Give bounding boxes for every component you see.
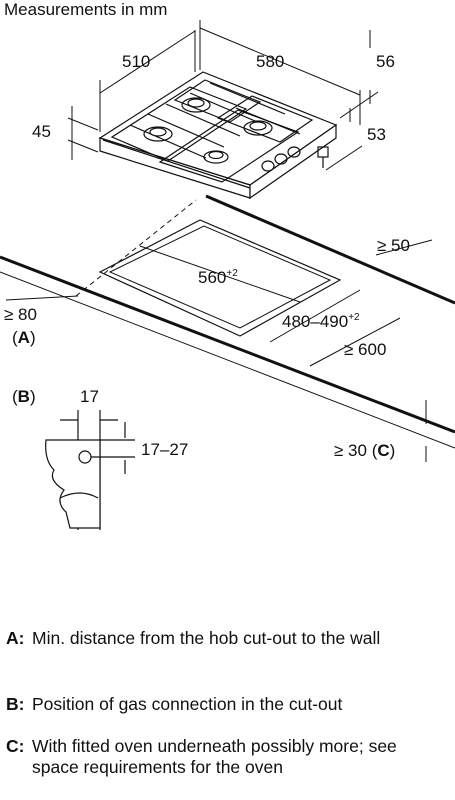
dim-hob-width: 510	[122, 52, 150, 71]
legend-text: Position of gas connection in the cut-ou…	[32, 694, 343, 714]
dim-worktop-depth: ≥ 600	[344, 340, 386, 359]
legend-item-a: A: Min. distance from the hob cut-out to…	[6, 628, 446, 649]
svg-text:480–490+2: 480–490+2	[282, 312, 360, 331]
legend-text: Min. distance from the hob cut-out to th…	[32, 628, 381, 648]
dim-hob-depth: 580	[256, 52, 284, 71]
dim-wall-min: ≥ 50	[377, 236, 410, 255]
legend-key: B:	[6, 694, 25, 714]
worktop-drawing	[0, 194, 455, 449]
diagram-title: Measurements in mm	[4, 0, 167, 19]
dim-hob-right-top: 56	[376, 52, 395, 71]
dim-cut-depth: 480–490+2	[282, 312, 360, 331]
label-a: (A)	[12, 328, 36, 347]
legend-b: B: Position of gas connection in the cut…	[6, 694, 446, 715]
hob-dimension-lines	[67, 20, 379, 171]
dim-cut-width: 560+2	[198, 268, 238, 287]
dim-hob-right-bottom: 53	[367, 125, 386, 144]
dim-detail-width: 17	[80, 387, 99, 406]
dim-front-min: ≥ 80	[4, 305, 37, 324]
legend-c: C: With fitted oven underneath possibly …	[6, 736, 446, 778]
label-b: (B)	[12, 387, 36, 406]
legend-item-c: C: With fitted oven underneath possibly …	[6, 736, 446, 778]
dim-detail-height: 17–27	[141, 440, 188, 459]
legend-key: A:	[6, 628, 25, 648]
legend-item-b: B: Position of gas connection in the cut…	[6, 694, 446, 715]
legend: A: Min. distance from the hob cut-out to…	[6, 628, 446, 649]
legend-key: C:	[6, 736, 25, 756]
svg-text:560+2: 560+2	[198, 268, 238, 287]
hob-drawing	[98, 71, 338, 200]
legend-text: With fitted oven underneath possibly mor…	[32, 736, 397, 777]
detail-b-drawing	[45, 410, 135, 530]
dim-oven-gap: ≥ 30 (C)	[334, 441, 395, 460]
dim-hob-height: 45	[32, 122, 51, 141]
